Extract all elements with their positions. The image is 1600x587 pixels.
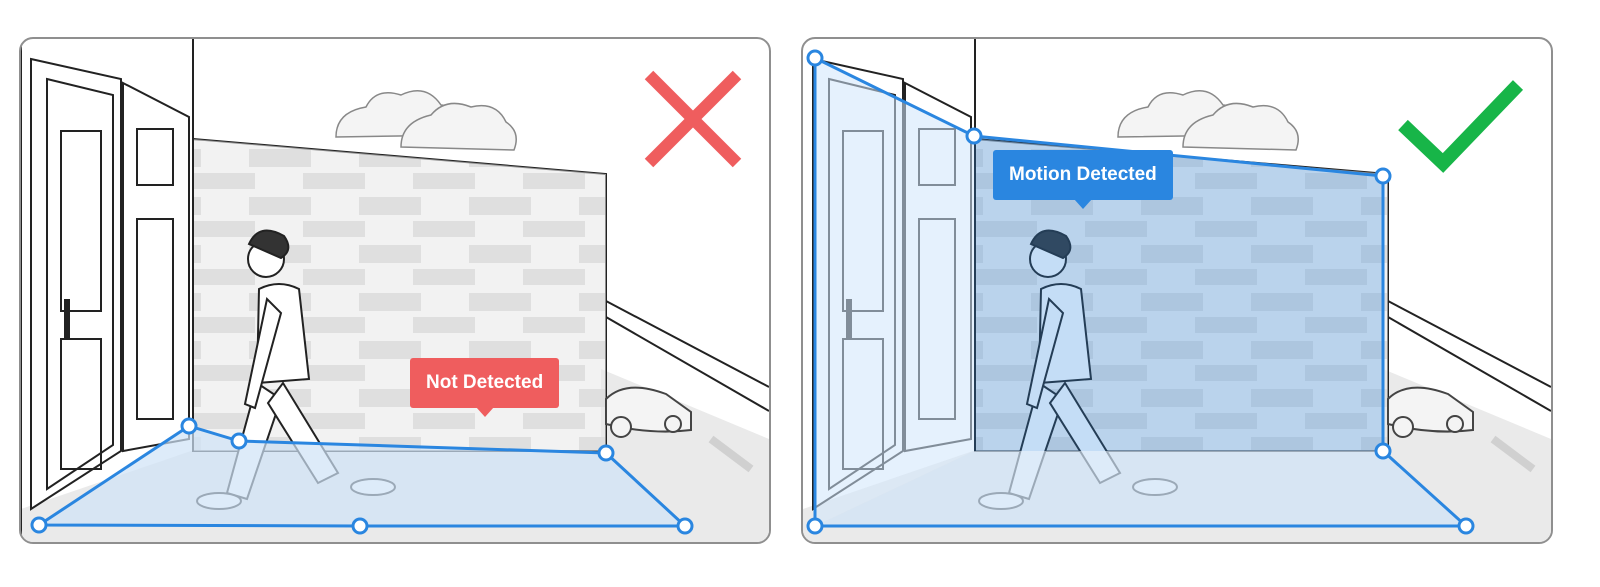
zone-handle[interactable]: [180, 417, 198, 435]
zone-handle[interactable]: [351, 517, 369, 535]
status-tooltip-motion-detected: Motion Detected: [993, 150, 1173, 209]
car-illustration: [1387, 386, 1474, 438]
zone-handle[interactable]: [806, 517, 824, 535]
detection-zone-floor-area: [815, 451, 1466, 526]
zone-vertex-handles: [30, 417, 694, 535]
status-tooltip-not-detected: Not Detected: [410, 358, 560, 417]
door-illustration: [21, 39, 190, 542]
check-icon: [1398, 80, 1524, 173]
zone-handle[interactable]: [965, 127, 983, 145]
zone-vertex-handles: [806, 49, 1475, 535]
zone-handle[interactable]: [230, 432, 248, 450]
car-illustration: [605, 386, 692, 438]
zone-handle[interactable]: [1374, 167, 1392, 185]
zone-handle[interactable]: [806, 49, 824, 67]
trees-illustration: [1117, 90, 1299, 151]
detection-zone-wall-area: [974, 136, 1383, 451]
example-panel-incorrect: Not Detected: [19, 37, 771, 544]
detection-zone-door-area: [815, 58, 974, 526]
scene-illustration: [21, 39, 769, 542]
cross-icon: [644, 70, 742, 168]
trees-illustration: [335, 90, 517, 151]
zone-handle[interactable]: [676, 517, 694, 535]
example-panel-correct: Motion Detected: [801, 37, 1553, 544]
zone-handle[interactable]: [30, 516, 48, 534]
zone-handle[interactable]: [1457, 517, 1475, 535]
zone-handle[interactable]: [597, 444, 615, 462]
zone-handle[interactable]: [1374, 442, 1392, 460]
scene-illustration: [803, 39, 1551, 542]
